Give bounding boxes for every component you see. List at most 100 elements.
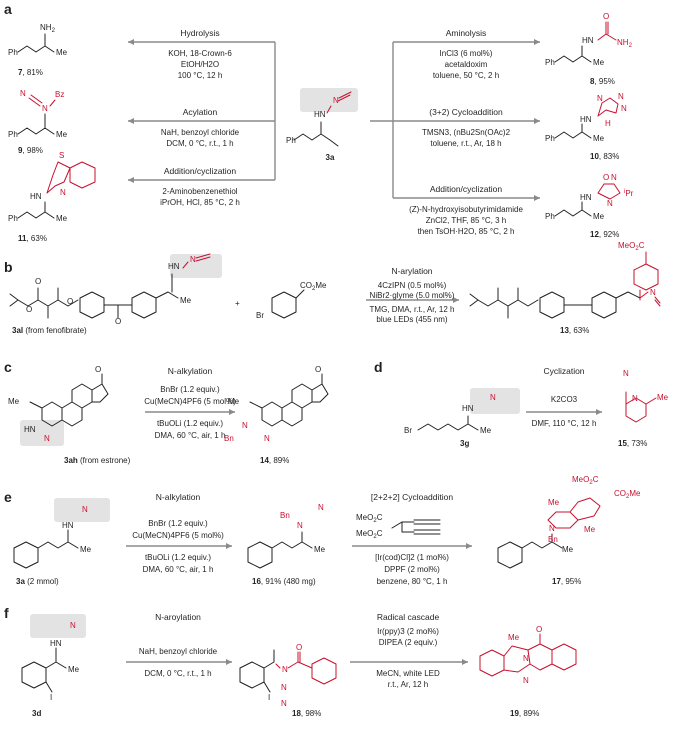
svg-text:HN: HN <box>50 639 62 648</box>
svg-text:N: N <box>242 421 248 430</box>
svg-text:N: N <box>621 104 627 113</box>
svg-text:O: O <box>67 297 73 306</box>
panel-label-c: c <box>4 359 12 375</box>
svg-text:Radical cascade: Radical cascade <box>377 612 440 622</box>
svg-text:N: N <box>333 96 339 105</box>
svg-text:K2CO3: K2CO3 <box>551 395 578 404</box>
panel-label-b: b <box>4 259 13 275</box>
svg-text:Bn: Bn <box>280 511 290 520</box>
svg-text:Cu(MeCN)4PF6 (5 mol%): Cu(MeCN)4PF6 (5 mol%) <box>132 531 224 540</box>
svg-text:BnBr (1.2 equiv.): BnBr (1.2 equiv.) <box>160 385 220 394</box>
svg-text:N: N <box>42 104 48 113</box>
svg-text:MeO2C: MeO2C <box>356 529 383 540</box>
svg-text:N-alkylation: N-alkylation <box>156 492 201 502</box>
svg-text:Cu(MeCN)4PF6 (5 mol%): Cu(MeCN)4PF6 (5 mol%) <box>144 397 236 406</box>
svg-text:Me: Me <box>314 545 326 554</box>
svg-text:N: N <box>281 683 287 692</box>
svg-text:NiBr2·glyme (5.0 mol%): NiBr2·glyme (5.0 mol%) <box>370 291 455 300</box>
svg-text:MeO2C: MeO2C <box>618 241 645 252</box>
svg-text:DMA, 60 °C, air, 1 h: DMA, 60 °C, air, 1 h <box>155 431 226 440</box>
svg-text:MeO2C: MeO2C <box>572 475 599 486</box>
svg-text:Hydrolysis: Hydrolysis <box>180 28 219 38</box>
svg-text:HN: HN <box>30 192 42 201</box>
product-16-label: 16, 91% (480 mg) <box>252 577 316 586</box>
svg-text:N: N <box>20 89 26 98</box>
svg-text:S: S <box>59 151 64 160</box>
conditions-n-alkylation-e: N-alkylation BnBr (1.2 equiv.) Cu(MeCN)4… <box>132 492 224 574</box>
svg-text:Me: Me <box>508 633 520 642</box>
svg-text:Me: Me <box>593 58 605 67</box>
svg-text:DMA, 60 °C, air, 1 h: DMA, 60 °C, air, 1 h <box>143 565 214 574</box>
product-19-structure: Me O N N <box>479 625 577 685</box>
svg-text:Acylation: Acylation <box>183 107 218 117</box>
svg-text:TMG, DMA, r.t., Ar, 12 h: TMG, DMA, r.t., Ar, 12 h <box>370 305 455 314</box>
svg-text:toluene, 50 °C, 2 h: toluene, 50 °C, 2 h <box>433 71 499 80</box>
svg-text:Me: Me <box>548 498 560 507</box>
svg-text:DCM, 0 °C, r.t., 1 h: DCM, 0 °C, r.t., 1 h <box>166 139 233 148</box>
product-7-label: 7, 81% <box>18 68 43 77</box>
svg-text:DCM, 0 °C, r.t., 1 h: DCM, 0 °C, r.t., 1 h <box>144 669 211 678</box>
product-19-label: 19, 89% <box>510 709 539 718</box>
svg-text:N: N <box>44 434 50 443</box>
product-18-label: 18, 98% <box>292 709 321 718</box>
svg-text:HN: HN <box>314 110 326 119</box>
svg-text:HN: HN <box>24 425 36 434</box>
compound-3g-structure: Br Me HN N <box>404 388 520 435</box>
svg-text:N: N <box>318 503 324 512</box>
svg-text:O: O <box>35 277 41 286</box>
svg-text:N: N <box>549 524 555 533</box>
conditions-cycloaddition: (3+2) Cycloaddition TMSN3, (nBu2Sn(OAc)2… <box>422 107 511 148</box>
product-13-structure: N MeO2C <box>469 241 661 319</box>
panel-label-a: a <box>4 1 12 17</box>
svg-text:N: N <box>82 505 88 514</box>
compound-3a-e-structure: HN N Me <box>13 498 110 569</box>
svg-text:NaH, benzoyl chloride: NaH, benzoyl chloride <box>161 128 240 137</box>
svg-text:blue LEDs (455 nm): blue LEDs (455 nm) <box>376 315 447 324</box>
svg-text:Br: Br <box>256 311 264 320</box>
svg-text:O: O <box>296 643 302 652</box>
conditions-addition-left: Addition/cyclization 2-Aminobenzenethiol… <box>160 166 240 207</box>
svg-text:then TsOH·H2O, 85 °C, 2 h: then TsOH·H2O, 85 °C, 2 h <box>418 227 515 236</box>
svg-text:DIPEA (2 equiv.): DIPEA (2 equiv.) <box>379 638 438 647</box>
substrate-3d-label: 3d <box>32 709 41 718</box>
svg-text:N: N <box>264 434 270 443</box>
product-9-structure: Ph Me N N Bz <box>8 89 68 139</box>
svg-text:tBuOLi (1.2 equiv.): tBuOLi (1.2 equiv.) <box>145 553 211 562</box>
svg-text:InCl3 (6 mol%): InCl3 (6 mol%) <box>440 49 493 58</box>
svg-text:2-Aminobenzenethiol: 2-Aminobenzenethiol <box>162 187 237 196</box>
svg-text:NaH, benzoyl chloride: NaH, benzoyl chloride <box>139 647 218 656</box>
substrate-3al-label: 3al (from fenofibrate) <box>12 326 87 335</box>
svg-text:Me: Me <box>56 214 68 223</box>
svg-text:[2+2+2] Cycloaddition: [2+2+2] Cycloaddition <box>371 492 453 502</box>
svg-text:Ph: Ph <box>545 212 555 221</box>
compound-3ah-structure: O Me HN N <box>8 365 109 446</box>
svg-text:Ph: Ph <box>8 48 18 57</box>
product-11-label: 11, 63% <box>18 234 47 243</box>
svg-text:Ph: Ph <box>8 130 18 139</box>
svg-text:N-alkylation: N-alkylation <box>168 366 213 376</box>
svg-text:N: N <box>623 369 629 378</box>
svg-text:acetaldoxim: acetaldoxim <box>445 60 488 69</box>
svg-text:O: O <box>603 173 609 182</box>
svg-text:(3+2) Cycloaddition: (3+2) Cycloaddition <box>429 107 503 117</box>
product-16-structure: N Bn N Me <box>247 503 326 569</box>
svg-text:HN: HN <box>462 404 474 413</box>
conditions-cycloaddition-e: [2+2+2] Cycloaddition MeO2C MeO2C [Ir(co… <box>356 492 453 586</box>
svg-text:Me: Me <box>8 397 20 406</box>
svg-text:Me: Me <box>80 545 92 554</box>
svg-text:N: N <box>650 288 656 297</box>
svg-text:MeCN, white LED: MeCN, white LED <box>376 669 440 678</box>
svg-text:EtOH/H2O: EtOH/H2O <box>181 60 219 69</box>
svg-text:toluene, r.t., Ar, 18 h: toluene, r.t., Ar, 18 h <box>430 139 501 148</box>
svg-text:Me: Me <box>180 296 192 305</box>
compound-label-3a: 3a <box>326 153 335 162</box>
svg-text:KOH, 18-Crown-6: KOH, 18-Crown-6 <box>168 49 232 58</box>
svg-text:O: O <box>95 365 101 374</box>
conditions-hydrolysis: Hydrolysis KOH, 18-Crown-6 EtOH/H2O 100 … <box>168 28 232 80</box>
substrate-3g-label: 3g <box>460 439 469 448</box>
product-11-structure: Ph Me HN S N <box>8 151 96 223</box>
svg-text:N: N <box>611 173 617 182</box>
product-10-label: 10, 83% <box>590 152 619 161</box>
product-8-label: 8, 95% <box>590 77 615 86</box>
svg-text:Me: Me <box>480 426 492 435</box>
